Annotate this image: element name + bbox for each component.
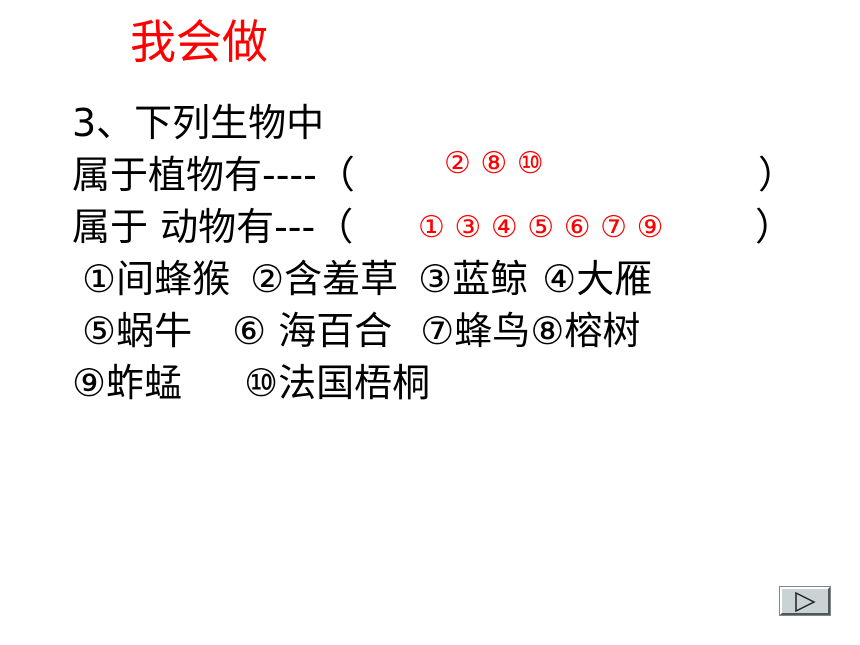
organism-row-2: ⑤蜗牛 ⑥ 海百合 ⑦蜂鸟⑧榕树 [82,306,640,356]
organism-5: ⑤蜗牛 [82,309,193,353]
organism-row-1: ①间蜂猴 ②含羞草 ③蓝鲸 ④大雁 [82,254,652,304]
next-slide-button[interactable] [779,586,831,616]
play-triangle-icon [795,592,816,612]
organism-row-3: ⑨蚱蜢 ⑩法国梧桐 [72,358,430,408]
question-heading: 3、下列生物中 [72,101,325,145]
organism-3: ③蓝鲸 [418,257,529,301]
organism-8: ⑧榕树 [530,309,641,353]
animal-label: 属于 动物有---（ [72,205,354,249]
organism-7: ⑦蜂鸟 [420,309,531,353]
plant-label: 属于植物有----（ [72,153,355,197]
organism-4: ④大雁 [542,257,653,301]
animal-close-paren: ） [755,205,794,249]
organism-2: ②含羞草 [250,257,399,301]
animal-answer: ① ③ ④ ⑤ ⑥ ⑦ ⑨ [418,210,664,245]
organism-1: ①间蜂猴 [82,257,231,301]
plant-answer: ② ⑧ ⑩ [444,146,544,181]
plant-close-paren: ） [758,153,797,197]
slide-title: 我会做 [130,15,268,69]
organism-6: ⑥ 海百合 [232,309,393,353]
organism-10: ⑩法国梧桐 [244,361,431,405]
organism-9: ⑨蚱蜢 [72,361,183,405]
